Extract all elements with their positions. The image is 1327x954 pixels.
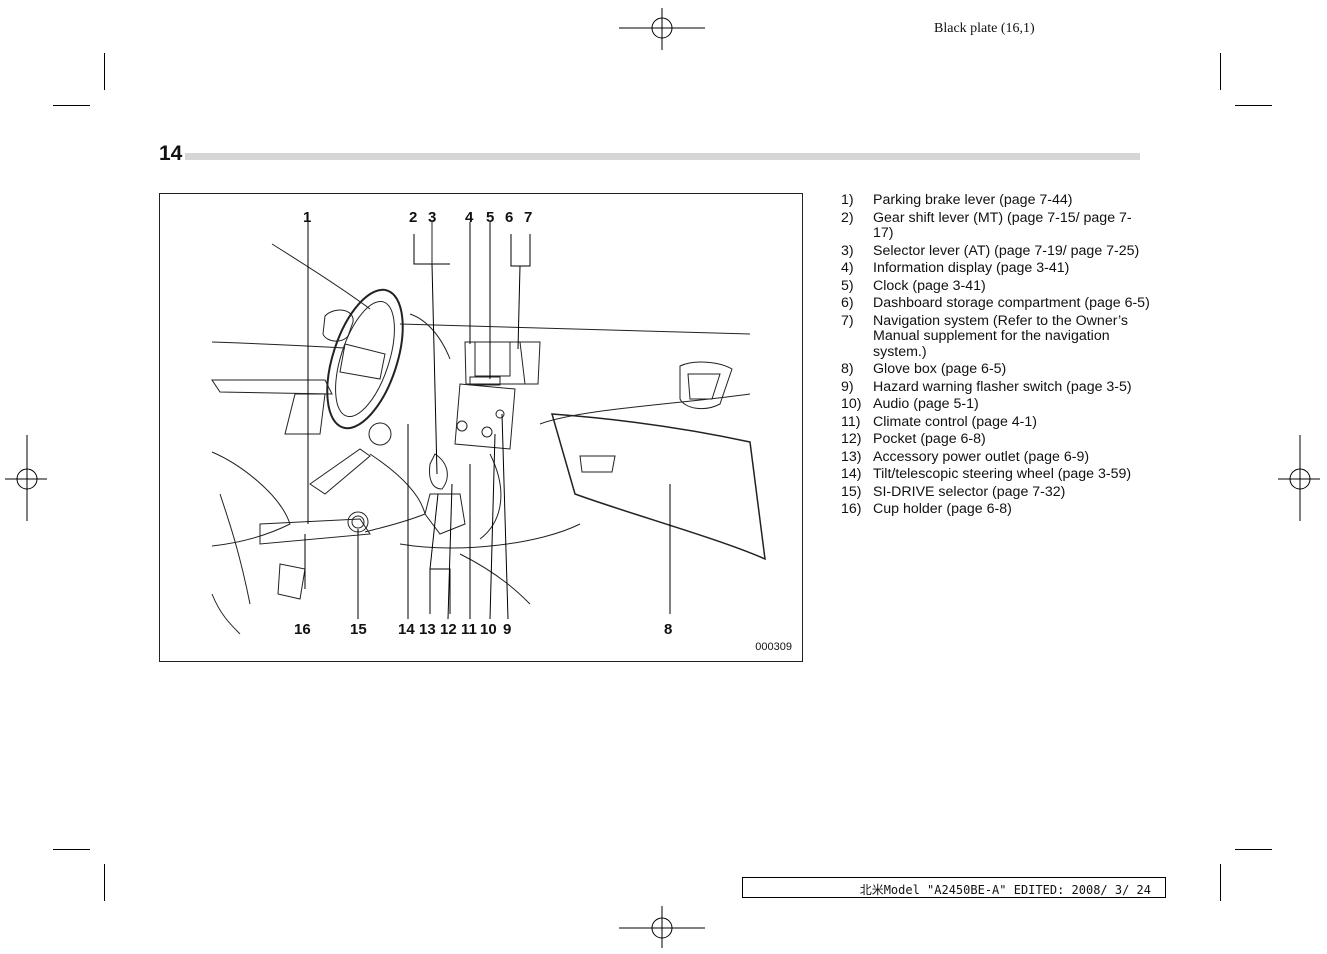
item-number: 12) [841, 431, 862, 447]
label-15: 15 [350, 621, 367, 638]
interior-figure: 1 2 3 4 5 6 7 16 15 14 13 12 11 10 9 8 0… [159, 193, 803, 662]
label-7: 7 [524, 209, 532, 226]
list-item: 8) Glove box (page 6-5) [841, 361, 1151, 378]
item-text: Information display (page 3-41) [873, 260, 1070, 276]
registration-mark-bottom [619, 906, 705, 948]
label-14: 14 [398, 621, 415, 638]
item-number: 14) [841, 466, 862, 482]
list-item: 13) Accessory power outlet (page 6-9) [841, 448, 1151, 466]
label-13: 13 [419, 621, 436, 638]
item-number: 11) [841, 413, 861, 430]
item-text: Tilt/telescopic steering wheel (page 3-5… [873, 466, 1132, 482]
item-text: Gear shift lever (MT) (page 7-15/ page 7… [873, 209, 1132, 241]
item-text: Audio (page 5-1) [873, 396, 979, 412]
list-item: 7) Navigation system (Refer to the Owner’… [841, 312, 1151, 361]
edit-info-box: 北米Model "A2450BE-A" EDITED: 2008/ 3/ 24 [742, 877, 1166, 898]
item-text: SI-DRIVE selector (page 7-32) [873, 483, 1066, 500]
item-number: 8) [841, 361, 854, 377]
label-6: 6 [505, 209, 513, 226]
item-number: 3) [841, 242, 854, 259]
item-number: 10) [841, 396, 862, 412]
item-number: 15) [841, 483, 862, 500]
item-number: 16) [841, 501, 862, 517]
registration-mark-top [619, 8, 705, 50]
figure-id: 000309 [755, 641, 792, 653]
item-text: Climate control (page 4-1) [873, 413, 1038, 430]
component-list: 1) Parking brake lever (page 7-44) 2) Gear … [841, 192, 1151, 520]
list-item: 3) Selector lever (AT) (page 7-19/ page 7… [841, 242, 1151, 260]
list-item: 4) Information display (page 3-41) [841, 260, 1151, 277]
list-item: 12) Pocket (page 6-8) [841, 431, 1151, 448]
item-text: Navigation system (Refer to the Owner’s … [873, 312, 1128, 360]
list-item: 9) Hazard warning flasher switch (page 3-… [841, 378, 1151, 396]
item-text: Glove box (page 6-5) [873, 361, 1007, 377]
label-12: 12 [440, 621, 457, 638]
list-item: 15) SI-DRIVE selector (page 7-32) [841, 483, 1151, 501]
list-item: 5) Clock (page 3-41) [841, 277, 1151, 295]
label-10: 10 [480, 621, 497, 638]
item-number: 7) [841, 312, 854, 329]
label-16: 16 [294, 621, 311, 638]
item-number: 13) [841, 448, 862, 465]
page-number: 14 [159, 142, 183, 165]
list-item: 11) Climate control (page 4-1) [841, 413, 1151, 431]
list-item: 6) Dashboard storage compartment (page 6-… [841, 295, 1151, 312]
item-text: Parking brake lever (page 7-44) [873, 192, 1073, 208]
item-text: Pocket (page 6-8) [873, 431, 986, 447]
plate-label: Black plate (16,1) [934, 21, 1035, 36]
list-item: 2) Gear shift lever (MT) (page 7-15/ page… [841, 209, 1151, 242]
label-4: 4 [465, 209, 474, 226]
list-item: 10) Audio (page 5-1) [841, 396, 1151, 413]
item-number: 5) [841, 277, 854, 294]
item-number: 2) [841, 209, 854, 226]
item-number: 6) [841, 295, 854, 311]
label-2: 2 [409, 209, 417, 226]
label-1: 1 [303, 209, 311, 226]
header-rule [185, 153, 1140, 160]
list-item: 16) Cup holder (page 6-8) [841, 501, 1151, 518]
label-3: 3 [428, 209, 436, 226]
item-text: Clock (page 3-41) [873, 277, 986, 294]
list-item: 14) Tilt/telescopic steering wheel (page … [841, 466, 1151, 483]
item-text: Selector lever (AT) (page 7-19/ page 7-2… [873, 242, 1140, 259]
item-text: Cup holder (page 6-8) [873, 501, 1012, 517]
label-11: 11 [461, 621, 477, 638]
list-item: 1) Parking brake lever (page 7-44) [841, 192, 1151, 209]
item-number: 1) [841, 192, 854, 208]
label-9: 9 [503, 621, 511, 638]
label-5: 5 [486, 209, 494, 226]
registration-mark-left [5, 435, 47, 521]
item-text: Hazard warning flasher switch (page 3-5) [873, 378, 1132, 395]
item-text: Accessory power outlet (page 6-9) [873, 448, 1090, 465]
item-number: 4) [841, 260, 854, 276]
label-8: 8 [664, 621, 672, 638]
interior-illustration: 1 2 3 4 5 6 7 16 15 14 13 12 11 10 9 8 [211, 209, 766, 638]
item-number: 9) [841, 378, 854, 395]
item-text: Dashboard storage compartment (page 6-5) [873, 295, 1150, 311]
registration-mark-right [1278, 435, 1320, 521]
